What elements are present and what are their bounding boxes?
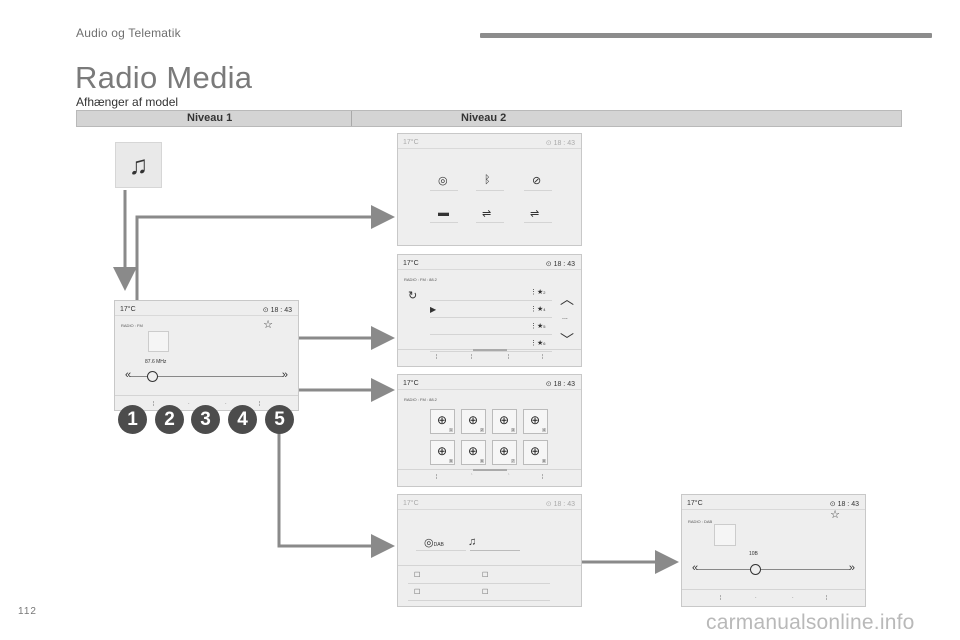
memory-slot-3[interactable]: ⊕3 — [492, 409, 517, 434]
seek-back-icon[interactable]: « — [125, 369, 132, 381]
usb-icon[interactable]: ⇌ — [482, 208, 492, 220]
level-divider — [351, 111, 352, 126]
frequency-knob[interactable] — [147, 371, 158, 382]
memory-slot-1[interactable]: ⊕1 — [430, 409, 455, 434]
memory-slot-number: 8 — [542, 459, 546, 463]
memory-slot-number: 6 — [480, 459, 484, 463]
option-checkbox-2[interactable]: ☐ — [482, 572, 489, 579]
radio-source-icon[interactable]: ◎ — [438, 175, 448, 187]
chevron-down-icon[interactable]: ﹀ — [560, 332, 574, 348]
plus-circle-icon: ⊕ — [530, 413, 541, 427]
memory-slot-number: 3 — [511, 428, 515, 432]
dab-radio-screen: 17°C ⊙ 18 : 43 RADIO : DAB ☆ 10B « » ¦ ·… — [681, 494, 866, 607]
arrow-5-to-band — [277, 430, 395, 558]
memory-slot-number: 1 — [449, 428, 453, 432]
more-label: ... — [562, 314, 568, 321]
memory-slot-4[interactable]: ⊕4 — [523, 409, 548, 434]
callout-2: 2 — [155, 405, 184, 434]
media-source-screen: 17°C ⊙ 18 : 43 ◎ ᛒ ⊘ ▬ ⇌ ⇌ — [397, 133, 582, 246]
dab-band-icon[interactable]: ◎DAB — [424, 537, 444, 549]
source-label: RADIO : FM — [121, 323, 143, 328]
play-icon: ▶ — [430, 305, 437, 314]
cover-art — [714, 524, 736, 546]
memory-slot-number: 4 — [542, 428, 546, 432]
page-subtitle: Afhænger af model — [76, 95, 179, 109]
memory-slot-number: 2 — [480, 428, 484, 432]
channel-slider[interactable] — [697, 569, 850, 570]
option-checkbox-3[interactable]: ☐ — [414, 589, 421, 596]
plus-circle-icon: ⊕ — [499, 444, 510, 458]
no-media-icon[interactable]: ⊘ — [532, 175, 542, 187]
memory-slot-5[interactable]: ⊕5 — [430, 440, 455, 465]
plus-circle-icon: ⊕ — [437, 413, 448, 427]
preset-5[interactable]: ⋮★5 — [530, 323, 546, 330]
callout-4: 4 — [228, 405, 257, 434]
callout-1: 1 — [118, 405, 147, 434]
preset-4[interactable]: ⋮★4 — [530, 306, 546, 313]
memory-grid-screen: 17°C ⊙ 18 : 43 RADIO : FM : 88.2 ⊕1⊕2⊕3⊕… — [397, 374, 582, 487]
watermark: carmanualsonline.info — [706, 611, 915, 634]
usb-2-icon[interactable]: ⇌ — [530, 208, 540, 220]
chevron-up-icon[interactable]: ︿ — [560, 291, 574, 307]
header-bar — [480, 33, 932, 38]
page-title: Radio Media — [75, 60, 253, 95]
music-note-icon[interactable]: ♫ — [115, 142, 162, 188]
plus-circle-icon: ⊕ — [468, 413, 479, 427]
page-number: 112 — [18, 606, 37, 617]
star-icon[interactable]: ☆ — [263, 319, 273, 331]
temperature-readout: 17°C — [120, 306, 136, 313]
memory-slot-6[interactable]: ⊕6 — [461, 440, 486, 465]
frequency-label: 87.6 MHz — [145, 359, 167, 365]
plus-circle-icon: ⊕ — [499, 413, 510, 427]
memory-slot-number: 7 — [511, 459, 515, 463]
memory-slot-2[interactable]: ⊕2 — [461, 409, 486, 434]
bluetooth-icon[interactable]: ᛒ — [484, 174, 491, 186]
preset-list-screen: 17°C ⊙ 18 : 43 RADIO : FM : 88.2 ↻ ▶ ⋮★2… — [397, 254, 582, 367]
memory-slot-7[interactable]: ⊕7 — [492, 440, 517, 465]
option-checkbox-1[interactable]: ☐ — [414, 572, 421, 579]
channel-knob[interactable] — [750, 564, 761, 575]
level-1-label: Niveau 1 — [187, 112, 233, 124]
seek-forward-icon[interactable]: » — [281, 369, 288, 381]
star-icon[interactable]: ☆ — [830, 509, 840, 521]
memory-slot-number: 5 — [449, 459, 453, 463]
fm-band-icon[interactable]: ♫ — [468, 536, 477, 548]
level-2-label: Niveau 2 — [461, 112, 507, 124]
frequency-slider[interactable] — [130, 376, 283, 377]
preset-6[interactable]: ⋮★6 — [530, 340, 546, 347]
memory-slot-8[interactable]: ⊕8 — [523, 440, 548, 465]
channel-label: 10B — [749, 551, 758, 557]
plus-circle-icon: ⊕ — [530, 444, 541, 458]
plus-circle-icon: ⊕ — [437, 444, 448, 458]
refresh-icon[interactable]: ↻ — [408, 290, 418, 302]
seek-forward-icon[interactable]: » — [848, 562, 855, 574]
level-header: Niveau 1 Niveau 2 — [76, 110, 902, 127]
seek-back-icon[interactable]: « — [692, 562, 699, 574]
aux-icon[interactable]: ▬ — [438, 207, 449, 219]
preset-2[interactable]: ⋮★2 — [530, 289, 546, 296]
callout-5: 5 — [265, 405, 294, 434]
plus-circle-icon: ⊕ — [468, 444, 479, 458]
callout-3: 3 — [191, 405, 220, 434]
section-label: Audio og Telematik — [76, 26, 181, 40]
cover-art — [148, 331, 169, 352]
band-selection-screen: 17°C ⊙ 18 : 43 ◎DAB ♫ ☐ ☐ ☐ ☐ — [397, 494, 582, 607]
option-checkbox-4[interactable]: ☐ — [482, 589, 489, 596]
main-radio-screen: 17°C ⊙ 18 : 43 RADIO : FM ☆ 87.6 MHz « »… — [114, 300, 299, 411]
clock-readout: ⊙ 18 : 43 — [262, 307, 292, 314]
